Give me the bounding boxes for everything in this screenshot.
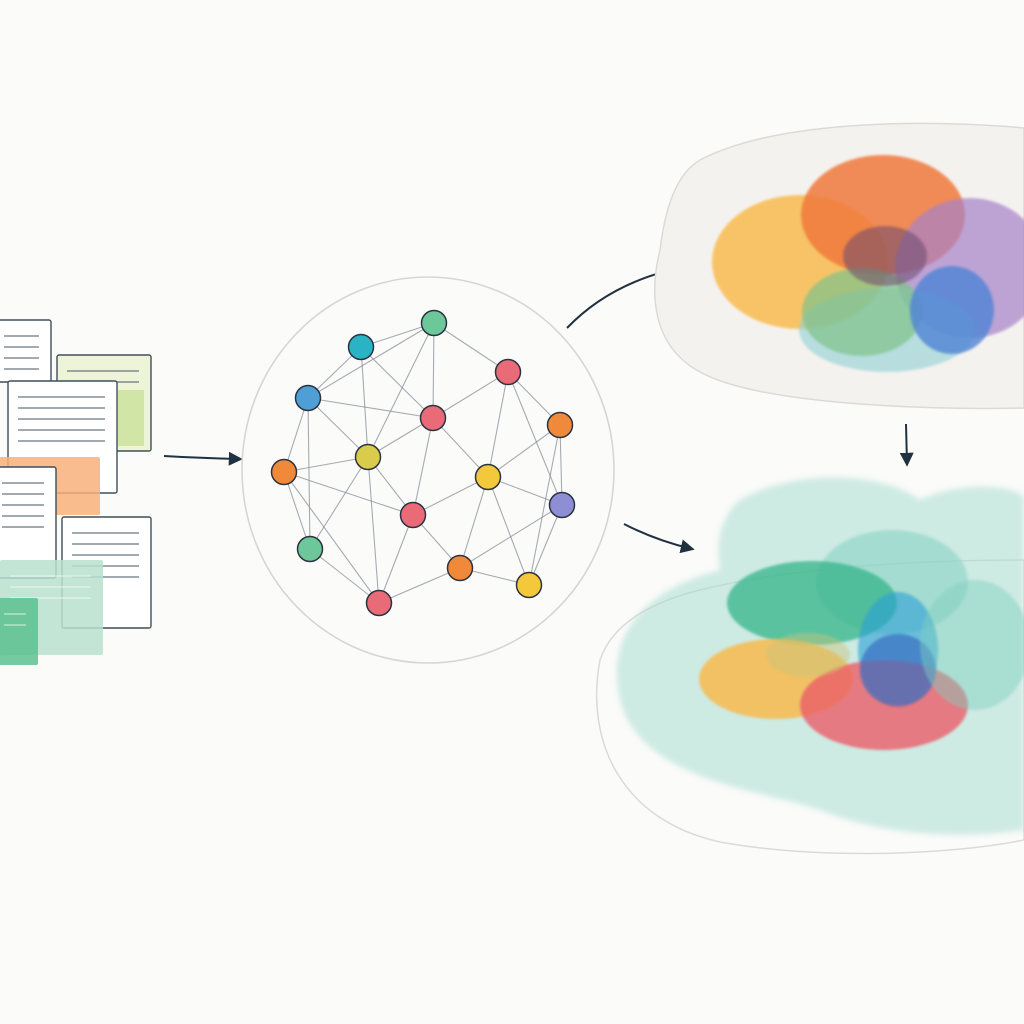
network-node	[546, 411, 574, 439]
network-edge	[507, 371, 563, 506]
network-edge	[487, 371, 509, 478]
network-node	[515, 571, 543, 599]
network-node	[296, 535, 324, 563]
document-stack	[0, 319, 152, 665]
top-cluster-blob	[843, 226, 927, 286]
network-edge	[378, 567, 461, 604]
bottom-cluster-blob	[860, 634, 936, 706]
network-node	[399, 501, 427, 529]
network-edge	[283, 471, 311, 550]
top-cluster-blob	[802, 268, 922, 356]
document-sheet	[0, 598, 38, 665]
arrow-top-to-bottom-cluster	[899, 423, 914, 467]
document-sheet	[0, 319, 52, 383]
network-node	[365, 589, 393, 617]
network-edge	[360, 346, 369, 458]
network-edge	[528, 424, 561, 586]
network-edge	[309, 548, 380, 604]
network-node	[294, 384, 322, 412]
network-edge	[367, 456, 380, 604]
network-edge	[412, 476, 489, 516]
network-node	[419, 404, 447, 432]
network-node	[548, 491, 576, 519]
network-edge	[559, 424, 563, 506]
network-edges	[283, 322, 563, 604]
top-cluster-blob	[910, 266, 994, 354]
document-1	[0, 319, 52, 383]
network-node	[347, 333, 375, 361]
network-node	[446, 554, 474, 582]
network-edge	[528, 504, 563, 586]
network-edge	[307, 397, 369, 458]
network-edge	[433, 322, 509, 373]
network-edge	[307, 397, 311, 550]
network-nodes	[270, 309, 576, 617]
document-tint	[118, 390, 144, 446]
network-edge	[459, 476, 489, 569]
bottom-cluster-blob	[727, 561, 897, 645]
network-edge	[283, 456, 369, 473]
network-node	[420, 309, 448, 337]
network-edge	[432, 417, 489, 478]
network-graph	[241, 276, 615, 664]
network-edge	[360, 346, 434, 419]
network-node	[474, 463, 502, 491]
network-edge	[283, 471, 414, 516]
network-edge	[378, 514, 414, 604]
arrow-network-to-bottom-cluster	[623, 523, 695, 554]
network-edge	[309, 456, 369, 550]
bottom-cluster-blobs	[616, 477, 1024, 835]
network-node	[270, 458, 298, 486]
arrow-documents-to-network	[163, 451, 243, 466]
network-boundary-circle	[241, 276, 615, 664]
network-node	[494, 358, 522, 386]
network-edge	[487, 476, 530, 586]
network-edge	[432, 322, 435, 419]
document-8	[0, 598, 38, 665]
network-edge	[412, 417, 434, 516]
network-edge	[367, 322, 435, 458]
network-edge	[283, 471, 380, 604]
network-edge	[307, 322, 435, 399]
bottom-cluster-blob	[766, 633, 850, 677]
top-cluster-blobs	[712, 155, 1024, 372]
top-cluster-group	[654, 122, 1024, 410]
bottom-cluster-blob	[920, 580, 1024, 710]
network-edge	[432, 371, 509, 419]
network-edge	[487, 424, 561, 478]
network-edge	[307, 397, 434, 419]
network-node	[354, 443, 382, 471]
bottom-cluster-group	[596, 477, 1024, 855]
